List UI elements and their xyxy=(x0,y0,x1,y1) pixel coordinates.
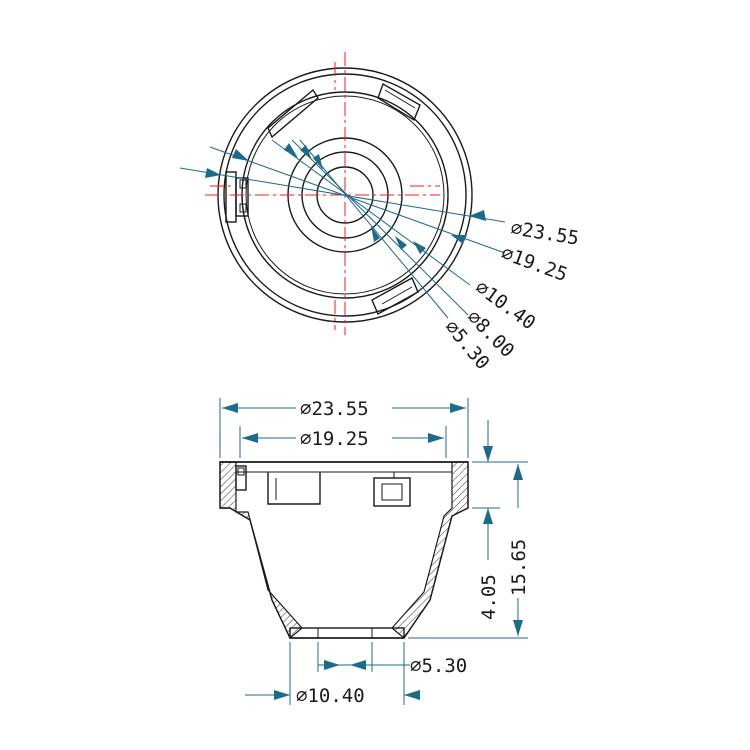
label-top-d19: ⌀19.25 xyxy=(498,242,570,286)
side-clip-right xyxy=(373,472,411,507)
label-height-flange: 4.05 xyxy=(478,574,500,620)
label-side-d23: ⌀23.55 xyxy=(300,398,369,420)
label-side-d19: ⌀19.25 xyxy=(300,428,369,450)
side-clip-mid xyxy=(267,472,321,505)
clip-bottom-right xyxy=(371,277,419,315)
label-top-d23: ⌀23.55 xyxy=(509,217,580,249)
leader-d5 xyxy=(299,139,449,319)
side-view: ⌀23.55 ⌀19.25 4.05 15.65 xyxy=(219,398,530,707)
top-view: ⌀23.55 ⌀19.25 ⌀10.40 ⌀8.00 ⌀5.30 xyxy=(179,52,580,374)
bottom-collar xyxy=(289,627,405,639)
dim-top-outer: ⌀23.55 xyxy=(222,398,466,420)
dim-bottom-outer: ⌀10.40 xyxy=(245,685,420,707)
dim-top-inner: ⌀19.25 xyxy=(242,428,444,450)
dim-height-total: 15.65 xyxy=(508,464,530,636)
label-side-d5: ⌀5.30 xyxy=(410,655,467,677)
label-height-total: 15.65 xyxy=(508,539,530,596)
wall-left-section xyxy=(219,461,303,639)
clip-top-right xyxy=(377,82,421,122)
label-side-d10: ⌀10.40 xyxy=(296,685,365,707)
clip-top-left xyxy=(267,88,319,139)
dim-height-flange: 4.05 xyxy=(478,420,500,620)
clip-left xyxy=(225,171,249,223)
leader-d10 xyxy=(271,139,471,286)
leader-d8 xyxy=(291,139,469,316)
leader-d19 xyxy=(209,146,506,254)
dim-bottom-inner: ⌀5.30 xyxy=(318,655,467,677)
side-clip-left xyxy=(235,465,247,491)
wall-right-section xyxy=(391,461,469,639)
